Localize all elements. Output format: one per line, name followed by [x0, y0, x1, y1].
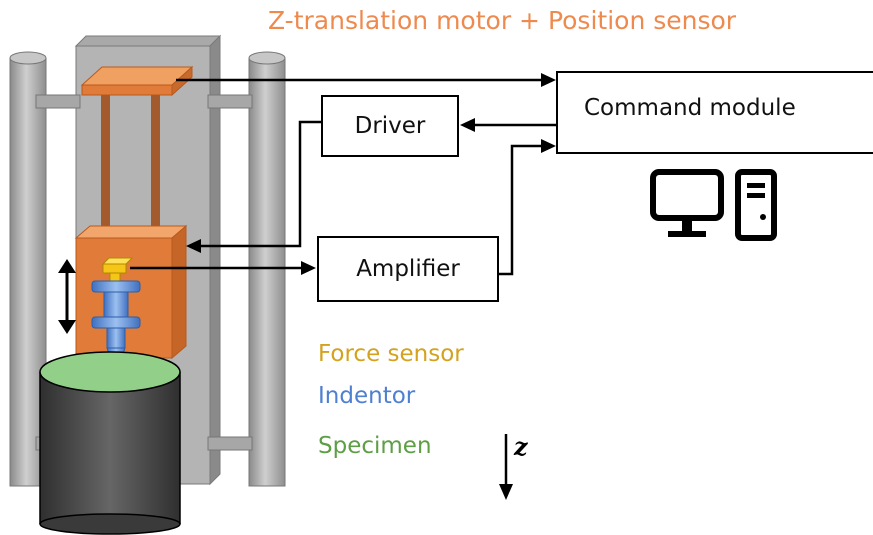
specimen-cylinder [39, 351, 181, 535]
right-post [248, 57, 286, 487]
driver-box: Driver [321, 95, 459, 157]
motor-title: Z-translation motor + Position sensor [268, 6, 737, 35]
monitor-icon [650, 169, 724, 237]
command-module-box: Command module [556, 71, 873, 154]
z-axis-arrow [499, 434, 513, 500]
vertical-motion-arrow [58, 259, 76, 334]
computer-tower-icon [735, 169, 777, 241]
indentor-label: Indentor [318, 383, 416, 409]
amplifier-box: Amplifier [317, 236, 499, 302]
specimen-label: Specimen [318, 433, 432, 459]
specimen-surface [39, 351, 181, 393]
z-axis-label: z [514, 432, 528, 461]
connectors [130, 78, 556, 276]
guide-rod-right [151, 95, 160, 240]
force-sensor [101, 257, 134, 282]
guide-rod-left [101, 95, 110, 240]
arrowheads [186, 73, 556, 275]
force-sensor-label: Force sensor [318, 341, 464, 367]
